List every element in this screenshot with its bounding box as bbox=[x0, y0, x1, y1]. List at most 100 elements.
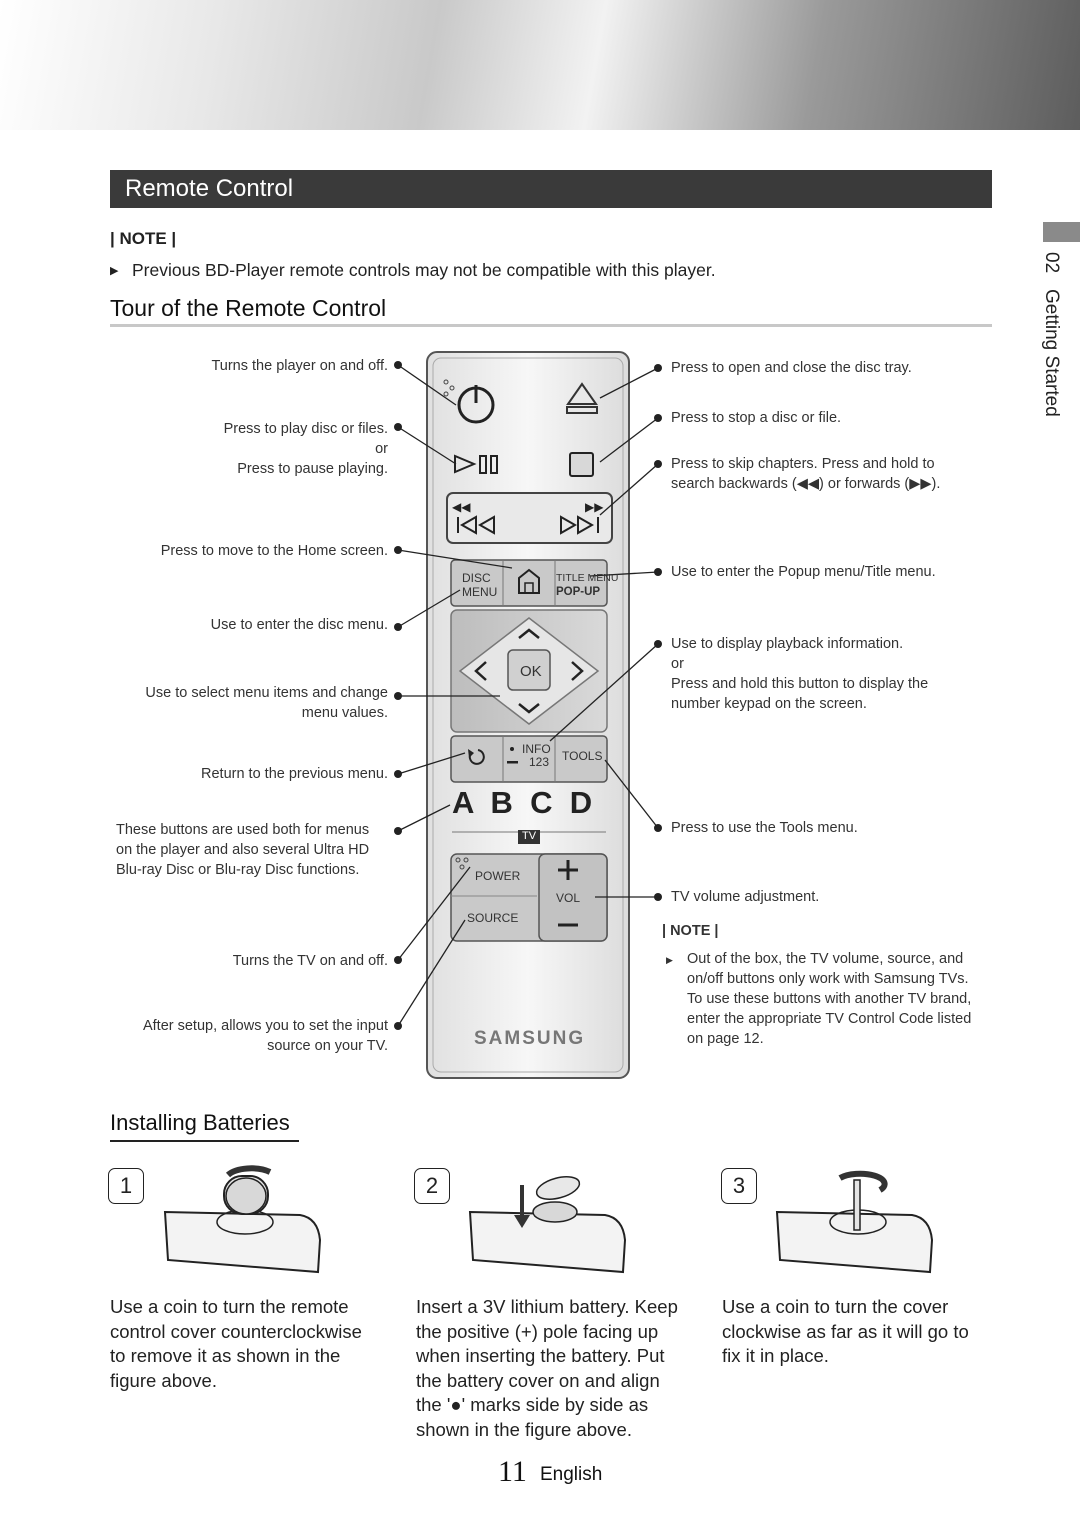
down-arrow-icon bbox=[518, 703, 540, 714]
caption-stop: Press to stop a disc or file. bbox=[671, 410, 842, 426]
caption-select-line-1: Use to select menu items and change bbox=[145, 685, 388, 701]
caption-skip-line-1: Press to skip chapters. Press and hold t… bbox=[671, 456, 935, 472]
step-3-number: 3 bbox=[721, 1168, 757, 1204]
step-2-line: shown in the figure above. bbox=[416, 1418, 632, 1440]
caption-info-line-1: Use to display playback information. bbox=[671, 636, 904, 652]
step-1-number: 1 bbox=[108, 1168, 144, 1204]
caption-skip-line-2: search backwards (◀◀) or forwards (▶▶). bbox=[671, 476, 941, 492]
caption-popup: Use to enter the Popup menu/Title menu. bbox=[671, 564, 936, 580]
caption-source: After setup, allows you to set the input… bbox=[143, 1016, 388, 1056]
caption-play-line-1: Press to play disc or files. bbox=[223, 421, 388, 437]
note-2-line-1: Out of the box, the TV volume, source, a… bbox=[687, 951, 964, 967]
tv-badge bbox=[518, 830, 540, 844]
step-2-line: the battery cover on and align bbox=[416, 1369, 660, 1391]
step-3-line: clockwise as far as it will go to bbox=[722, 1320, 969, 1342]
step-1-line: Use a coin to turn the remote bbox=[110, 1296, 349, 1317]
caption-source-line-1: After setup, allows you to set the input bbox=[142, 1018, 388, 1034]
power-button-icon bbox=[443, 379, 495, 424]
vol-label: VOL bbox=[556, 891, 581, 905]
battery-step-figures bbox=[163, 1165, 934, 1274]
home-icon bbox=[518, 568, 540, 594]
up-arrow-icon bbox=[518, 628, 540, 639]
step-2-line: the '●' marks side by side as bbox=[416, 1394, 649, 1415]
info-label: INFO bbox=[522, 742, 551, 756]
batteries-heading-underline bbox=[110, 1140, 299, 1142]
step-2-line: Insert a 3V lithium battery. Keep bbox=[416, 1296, 678, 1317]
chapter-tab-marker bbox=[1043, 222, 1080, 242]
disc-menu-label-2: MENU bbox=[462, 585, 498, 599]
caption-power: Turns the player on and off. bbox=[211, 358, 388, 374]
note-bullet-2: ▶ bbox=[666, 949, 673, 970]
page-number: 11 bbox=[498, 1455, 527, 1488]
caption-play-or: or bbox=[375, 441, 388, 457]
eject-button-icon bbox=[566, 382, 598, 414]
tools-label: TOOLS bbox=[562, 749, 603, 763]
step-3-line: fix it in place. bbox=[722, 1345, 829, 1366]
caption-abcd-line-3: Blu-ray Disc or Blu-ray Disc functions. bbox=[116, 862, 360, 878]
step-2-line: when inserting the battery. Put bbox=[416, 1345, 665, 1366]
heading-rule bbox=[110, 324, 992, 327]
caption-info: Use to display playback information. or … bbox=[671, 634, 928, 714]
section-title-bar: Remote Control bbox=[110, 170, 992, 208]
step-1-line: control cover counterclockwise bbox=[110, 1320, 362, 1342]
stop-button-icon bbox=[569, 452, 594, 477]
info-button: INFO 123 bbox=[522, 743, 551, 769]
triangle-bullet-icon: ▶ bbox=[110, 265, 119, 277]
caption-info-line-2: Press and hold this button to display th… bbox=[671, 676, 929, 692]
caption-tv-power: Turns the TV on and off. bbox=[232, 953, 388, 969]
caption-source-line-2: source on your TV. bbox=[267, 1038, 388, 1054]
step-1-line: figure above. bbox=[110, 1369, 217, 1391]
title-menu-label-2: POP-UP bbox=[556, 586, 601, 598]
caption-eject: Press to open and close the disc tray. bbox=[671, 360, 912, 376]
svg-text:◀◀: ◀◀ bbox=[452, 500, 471, 514]
title-menu-label-1: TITLE MENU bbox=[556, 572, 619, 584]
section-title: Remote Control bbox=[125, 175, 294, 202]
note-text: Previous BD-Player remote controls may n… bbox=[132, 260, 716, 280]
step-2-figure bbox=[468, 1176, 627, 1274]
abcd-label: A B C D bbox=[452, 785, 593, 820]
chapter-number: 02 bbox=[1041, 252, 1062, 274]
note-label-2: | NOTE | bbox=[662, 923, 719, 939]
caption-return: Return to the previous menu. bbox=[201, 766, 388, 782]
info-number-label: 123 bbox=[529, 755, 550, 769]
caption-abcd: These buttons are used both for menus on… bbox=[116, 820, 369, 880]
step-2-line: the positive (+) pole facing up bbox=[416, 1320, 659, 1342]
disc-menu-label-1: DISC bbox=[462, 571, 491, 585]
ok-button bbox=[507, 649, 551, 691]
caption-select-line-2: menu values. bbox=[301, 705, 388, 721]
samsung-logo: SAMSUNG bbox=[474, 1028, 586, 1049]
step-2-number: 2 bbox=[414, 1168, 450, 1204]
note-item: ▶ Previous BD-Player remote controls may … bbox=[110, 260, 716, 281]
caption-tools: Press to use the Tools menu. bbox=[671, 820, 858, 836]
tv-control-block bbox=[450, 853, 608, 942]
right-leader-dots bbox=[654, 364, 662, 901]
tv-label: TV bbox=[522, 830, 537, 842]
disc-menu-button: DISC MENU bbox=[462, 571, 497, 599]
return-icon bbox=[468, 749, 485, 765]
note-2-line-4: enter the appropriate TV Control Code li… bbox=[687, 1011, 972, 1027]
step-1-line: to remove it as shown in the bbox=[110, 1345, 341, 1366]
page-language: English bbox=[540, 1464, 603, 1485]
source-label: SOURCE bbox=[467, 911, 519, 925]
step-2-text: Insert a 3V lithium battery. Keep the po… bbox=[416, 1295, 686, 1442]
header-banner bbox=[0, 0, 1080, 130]
caption-disc-menu: Use to enter the disc menu. bbox=[210, 617, 388, 633]
note-2-line-5: on page 12. bbox=[687, 1031, 764, 1047]
step-3-figure bbox=[775, 1170, 934, 1274]
caption-play-line-2: Press to pause playing. bbox=[237, 461, 388, 477]
left-leader-dots bbox=[394, 361, 402, 1030]
menu-buttons-row bbox=[450, 559, 608, 607]
right-leader-lines bbox=[549, 367, 659, 898]
triangle-bullet-icon: ▶ bbox=[666, 955, 673, 965]
batteries-heading: Installing Batteries bbox=[110, 1110, 290, 1135]
tv-power-label: POWER bbox=[475, 869, 521, 883]
remote-diagram: ◀◀ ▶▶ bbox=[394, 351, 662, 1079]
left-arrow-icon bbox=[474, 661, 487, 681]
step-3-line: Use a coin to turn the cover bbox=[722, 1296, 949, 1317]
left-leader-lines bbox=[397, 364, 513, 1027]
caption-abcd-line-2: on the player and also several Ultra HD bbox=[116, 842, 370, 858]
return-info-tools-row bbox=[450, 735, 608, 783]
note-label: | NOTE | bbox=[110, 229, 177, 248]
step-1-text: Use a coin to turn the remote control co… bbox=[110, 1295, 380, 1393]
caption-skip: Press to skip chapters. Press and hold t… bbox=[671, 454, 940, 494]
